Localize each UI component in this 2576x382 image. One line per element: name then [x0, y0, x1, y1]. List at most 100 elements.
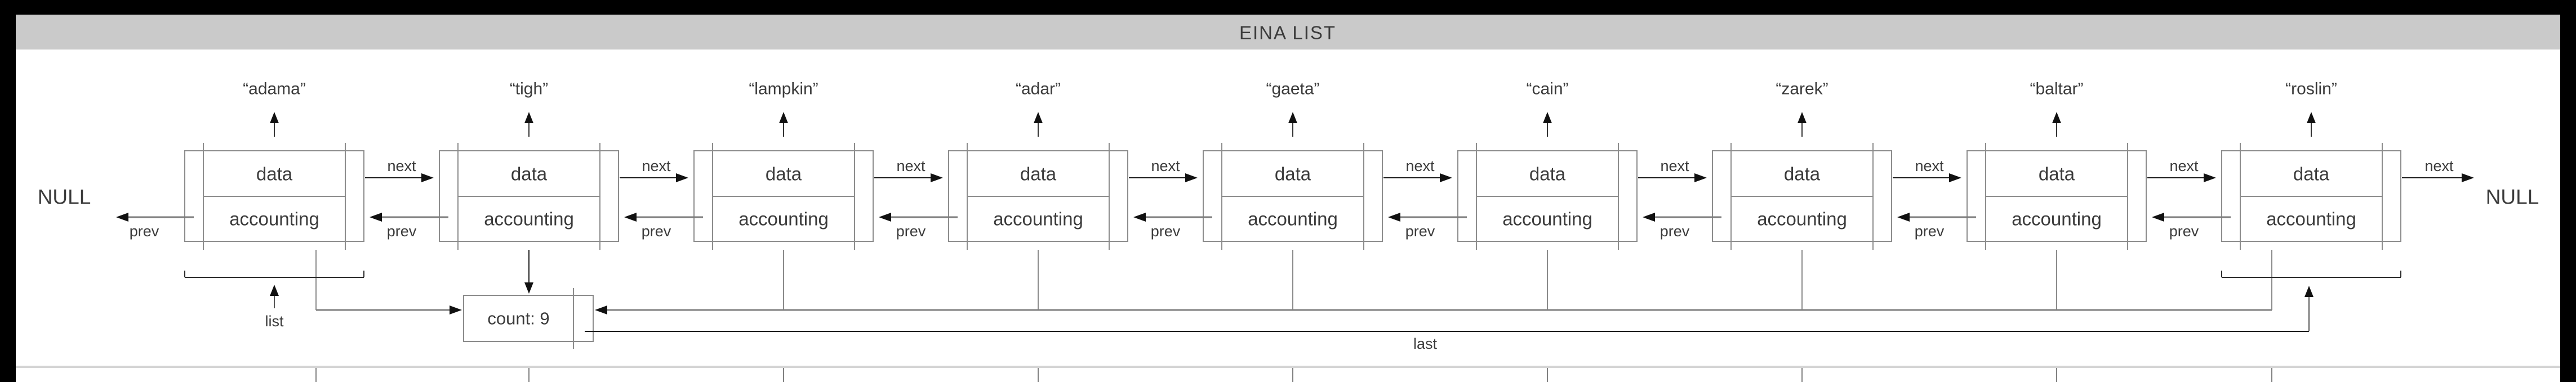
arrow-down-icon	[524, 282, 533, 294]
prev-label: prev	[1660, 223, 1690, 240]
node-outer-box	[1712, 150, 1892, 242]
node-data-cell: data	[1275, 164, 1311, 185]
node-name-label: “gaeta”	[1266, 80, 1319, 98]
next-link-0: next	[365, 158, 434, 182]
arrow-right-icon	[931, 173, 943, 182]
arrow-right-icon	[1694, 173, 1707, 182]
arrow-right-icon	[1440, 173, 1452, 182]
prev-label: prev	[1915, 223, 1945, 240]
arrow-up-icon	[270, 112, 279, 123]
node-accounting-cell: accounting	[484, 209, 574, 230]
arrow-left-icon	[1897, 213, 1910, 222]
node-outer-box	[439, 150, 619, 242]
arrow-up-icon	[2304, 286, 2313, 297]
prev-label: prev	[130, 223, 159, 240]
arrow-left-icon	[879, 213, 891, 222]
prev-label: prev	[1405, 223, 1435, 240]
next-link-7: next	[2147, 158, 2216, 182]
prev-label: prev	[387, 223, 417, 240]
arrow-left-icon	[1133, 213, 1146, 222]
node-gaeta: “gaeta” data accounting	[1203, 80, 1383, 250]
node-name-label: “lampkin”	[749, 80, 818, 98]
prev-link-6: prev	[1643, 213, 1721, 240]
arrow-right-icon	[2462, 173, 2474, 182]
prev-link-5: prev	[1388, 213, 1467, 240]
node-bracket-last	[2221, 271, 2401, 278]
node-adar: “adar” data accounting	[948, 80, 1128, 250]
arrow-left-icon	[595, 305, 607, 314]
prev-label: prev	[896, 223, 926, 240]
node-data-cell: data	[2293, 164, 2330, 185]
node-outer-box	[184, 150, 364, 242]
arrow-left-icon	[370, 213, 382, 222]
prev-label: prev	[1151, 223, 1181, 240]
node-accounting-cell: accounting	[1502, 209, 1592, 230]
arrow-left-icon	[2152, 213, 2164, 222]
next-link-8: next	[2402, 158, 2474, 182]
next-link-6: next	[1893, 158, 1961, 182]
node-name-label: “baltar”	[2030, 80, 2083, 98]
arrow-up-icon	[779, 112, 788, 123]
arrow-up-icon	[1034, 112, 1043, 123]
node-name-label: “zarek”	[1776, 80, 1828, 98]
node-name-label: “adar”	[1016, 80, 1061, 98]
node-baltar: “baltar” data accounting	[1967, 80, 2147, 250]
next-label: next	[1915, 158, 1944, 174]
count-box: count: 9	[463, 288, 594, 349]
node-cain: “cain” data accounting	[1457, 80, 1638, 250]
node-name-label: “tigh”	[510, 80, 548, 98]
arrow-right-icon	[1185, 173, 1198, 182]
node-name-label: “adama”	[243, 80, 306, 98]
next-label: next	[896, 158, 926, 174]
arrow-left-icon	[1388, 213, 1400, 222]
frame-left	[0, 0, 16, 382]
arrow-up-icon	[2307, 112, 2316, 123]
frame-top	[0, 0, 2576, 15]
next-label: next	[2169, 158, 2199, 174]
next-label: next	[642, 158, 671, 174]
node-data-cell: data	[511, 164, 548, 185]
node-accounting-cell: accounting	[1757, 209, 1847, 230]
arrow-left-icon	[624, 213, 637, 222]
prev-label: prev	[642, 223, 671, 240]
prev-link-4: prev	[1133, 213, 1212, 240]
node-data-cell: data	[2039, 164, 2075, 185]
node-name-label: “cain”	[1526, 80, 1568, 98]
node-outer-box	[1203, 150, 1383, 242]
prev-link-8: prev	[2152, 213, 2231, 240]
node-outer-box	[2221, 150, 2401, 242]
prev-link-7: prev	[1897, 213, 1976, 240]
next-link-2: next	[874, 158, 943, 182]
node-accounting-cell: accounting	[229, 209, 319, 230]
arrow-up-icon	[1543, 112, 1552, 123]
next-label: next	[1151, 158, 1180, 174]
next-link-4: next	[1383, 158, 1452, 182]
last-label: last	[1413, 335, 1438, 352]
list-label: list	[265, 313, 284, 330]
arrow-right-icon	[450, 305, 462, 314]
node-tigh: “tigh” data accounting	[439, 80, 619, 250]
node-outer-box	[948, 150, 1128, 242]
next-link-3: next	[1129, 158, 1198, 182]
node-accounting-cell: accounting	[1248, 209, 1338, 230]
accounting-pointer-lines	[315, 250, 2272, 314]
bottom-divider	[16, 366, 2560, 368]
arrow-up-icon	[1288, 112, 1297, 123]
prev-link-1: prev	[370, 213, 448, 240]
node-data-cell: data	[1529, 164, 1566, 185]
node-accounting-cell: accounting	[2012, 209, 2102, 230]
null-left: NULL	[38, 186, 91, 209]
prev-link-3: prev	[879, 213, 958, 240]
next-link-5: next	[1638, 158, 1707, 182]
node-accounting-cell: accounting	[993, 209, 1083, 230]
arrow-right-icon	[2204, 173, 2216, 182]
next-label: next	[2424, 158, 2454, 174]
node-data-cell: data	[1020, 164, 1057, 185]
prev-link-2: prev	[624, 213, 703, 240]
count-value: count: 9	[487, 309, 549, 329]
